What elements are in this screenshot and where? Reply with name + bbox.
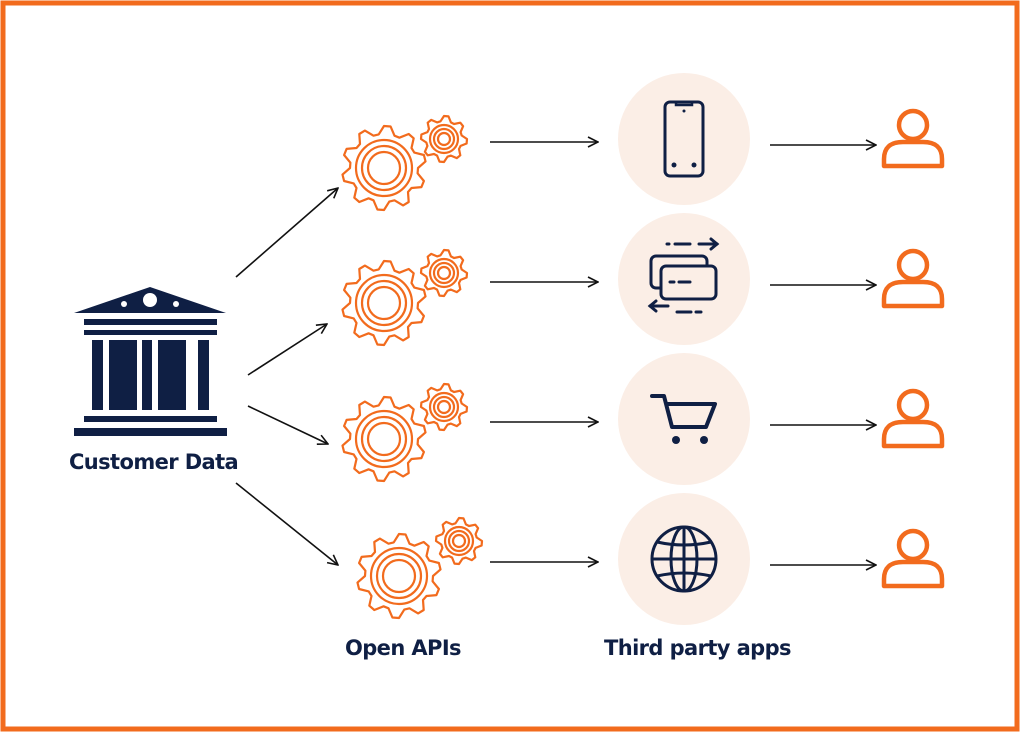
arrow-to-api-4 — [235, 482, 338, 565]
gear-large-icon — [356, 532, 442, 620]
gear-small-icon — [419, 382, 469, 432]
user-icon — [881, 528, 945, 589]
card-transfer-icon — [647, 237, 720, 314]
gear-large-icon — [341, 124, 427, 212]
open-api-gears-3 — [341, 382, 469, 483]
customer-data-label: Customer Data — [69, 450, 239, 474]
user-icon — [881, 108, 945, 169]
smartphone-icon — [663, 100, 705, 178]
third-party-apps-label: Third party apps — [604, 636, 792, 660]
shopping-cart-icon — [650, 394, 717, 444]
open-api-gears-1 — [341, 114, 469, 212]
app-circle-1 — [618, 73, 750, 205]
source-arrows — [235, 188, 338, 565]
open-api-gears-2 — [341, 248, 469, 347]
gear-small-icon — [434, 516, 484, 566]
open-apis-group — [341, 114, 484, 620]
user-icon — [881, 248, 945, 309]
users-group — [881, 108, 945, 589]
bank-icon — [74, 287, 227, 436]
arrow-to-api-2 — [247, 324, 327, 376]
gear-large-icon — [341, 395, 427, 483]
open-apis-label: Open APIs — [345, 636, 462, 660]
app-to-user-arrows — [770, 145, 876, 565]
open-api-gears-4 — [356, 516, 484, 620]
gear-small-icon — [419, 114, 469, 164]
arrow-to-api-1 — [235, 188, 338, 278]
globe-icon — [650, 525, 718, 593]
gear-large-icon — [341, 259, 427, 347]
gear-small-icon — [419, 248, 469, 298]
api-to-app-arrows — [490, 142, 598, 562]
user-icon — [881, 388, 945, 449]
app-circle-3 — [618, 353, 750, 485]
arrow-to-api-3 — [247, 405, 328, 444]
